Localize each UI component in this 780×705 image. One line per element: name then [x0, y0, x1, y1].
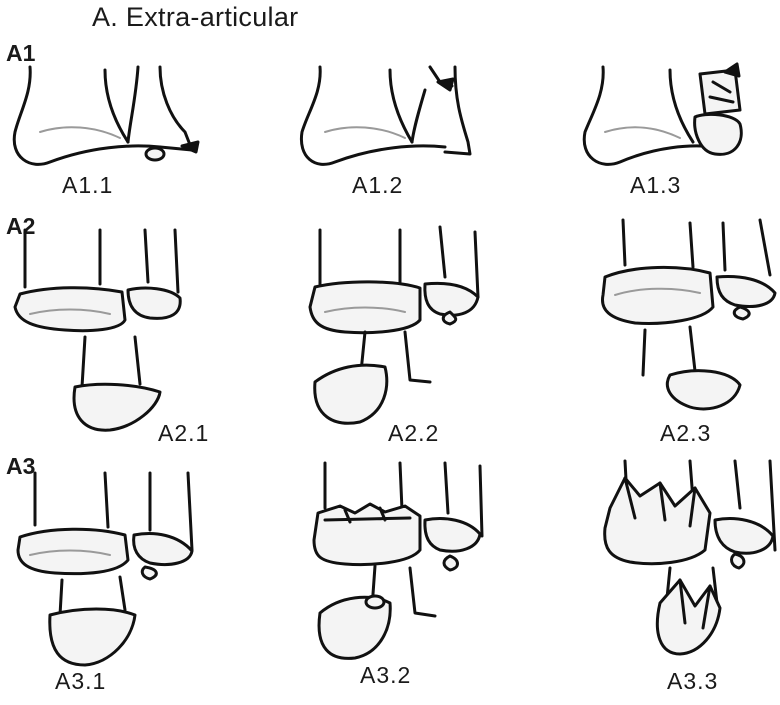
illustration-a2-1	[10, 222, 210, 432]
illustration-a1-3	[575, 62, 775, 172]
caption-a2-1: A2.1	[158, 420, 209, 447]
illustration-a3-3	[595, 458, 780, 668]
illustration-a2-2	[300, 222, 500, 432]
caption-a3-3: A3.3	[667, 668, 718, 695]
caption-a1-2: A1.2	[352, 172, 403, 199]
illustration-a1-1	[10, 62, 210, 172]
caption-a2-3: A2.3	[660, 420, 711, 447]
illustration-a3-2	[300, 458, 500, 668]
illustration-a1-2	[290, 62, 490, 172]
caption-a2-2: A2.2	[388, 420, 439, 447]
illustration-a2-3	[595, 215, 780, 425]
caption-a3-2: A3.2	[360, 662, 411, 689]
caption-a1-1: A1.1	[62, 172, 113, 199]
figure-title: A. Extra-articular	[92, 2, 298, 33]
illustration-a3-1	[10, 465, 210, 675]
caption-a1-3: A1.3	[630, 172, 681, 199]
caption-a3-1: A3.1	[55, 668, 106, 695]
